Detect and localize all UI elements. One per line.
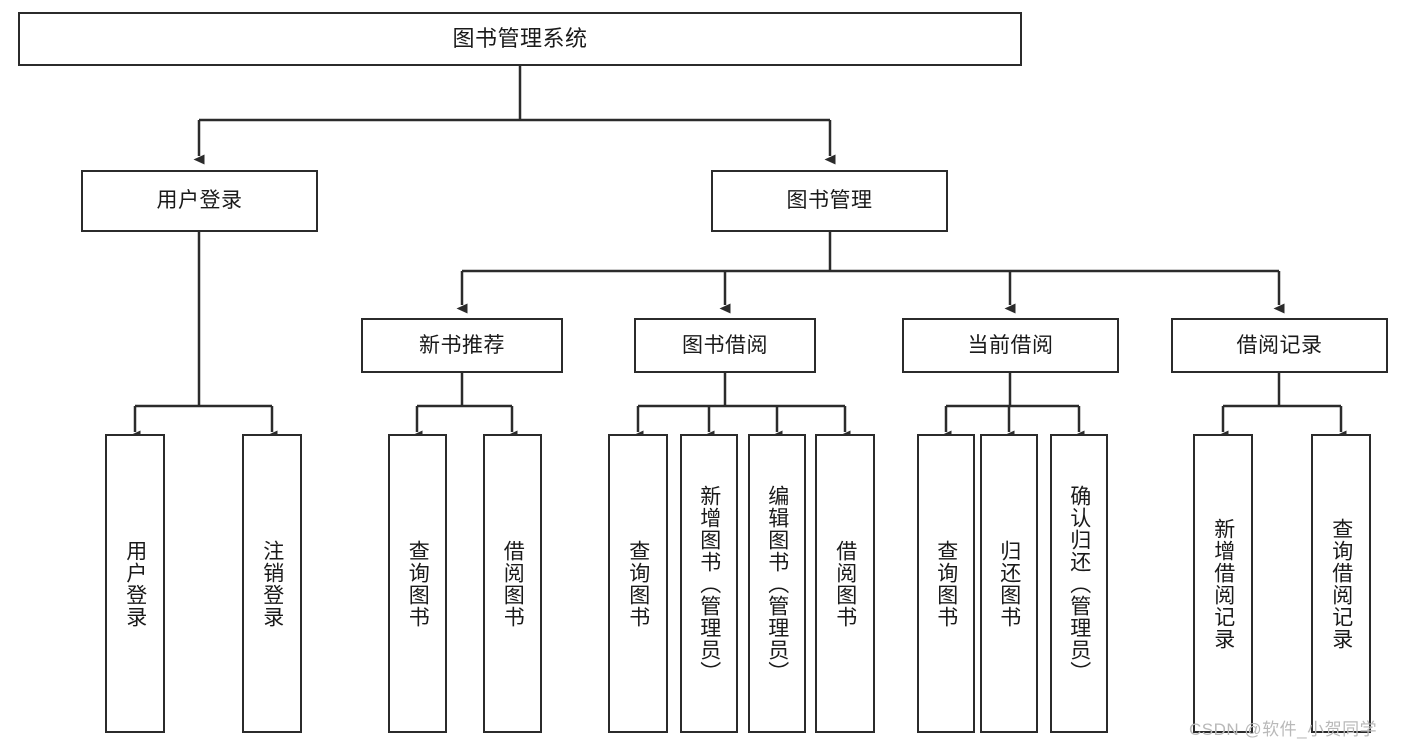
node-label: 新书推荐 [419,333,505,357]
node-user-login[interactable]: 用户登录 [81,170,318,232]
leaf-new-book-borrow-book[interactable]: 借阅图书 [483,434,542,733]
node-label: 确认归还（管理员） [1067,484,1091,683]
leaf-current-borrow-return-book[interactable]: 归还图书 [980,434,1038,733]
leaf-book-borrow-query-book[interactable]: 查询图书 [608,434,668,733]
node-label: 借阅记录 [1236,333,1323,357]
node-book-borrow[interactable]: 图书借阅 [634,318,816,373]
leaf-current-borrow-confirm-return-admin[interactable]: 确认归还（管理员） [1050,434,1108,733]
leaf-user-login-logout[interactable]: 注销登录 [242,434,302,733]
node-label: 查询图书 [406,539,430,628]
node-label: 借阅图书 [501,539,525,628]
node-label: 用户登录 [123,539,147,628]
node-label: 新增图书（管理员） [697,484,721,683]
node-label: 编辑图书（管理员） [765,484,789,683]
leaf-current-borrow-query-book[interactable]: 查询图书 [917,434,975,733]
node-label: 图书管理 [786,189,873,213]
leaf-user-login-login[interactable]: 用户登录 [105,434,165,733]
node-label: 借阅图书 [833,539,857,628]
node-new-book-recommend[interactable]: 新书推荐 [361,318,563,373]
leaf-borrow-records-add-record[interactable]: 新增借阅记录 [1193,434,1253,733]
leaf-book-borrow-borrow-book[interactable]: 借阅图书 [815,434,875,733]
leaf-book-borrow-edit-book-admin[interactable]: 编辑图书（管理员） [748,434,806,733]
node-label: 当前借阅 [967,333,1054,357]
node-label: 归还图书 [997,539,1021,628]
node-current-borrow[interactable]: 当前借阅 [902,318,1119,373]
leaf-new-book-query-book[interactable]: 查询图书 [388,434,447,733]
node-label: 查询图书 [626,539,650,628]
leaf-borrow-records-query-record[interactable]: 查询借阅记录 [1311,434,1371,733]
node-book-management[interactable]: 图书管理 [711,170,948,232]
node-label: 查询借阅记录 [1329,517,1353,650]
node-label: 用户登录 [156,189,243,213]
node-root-book-management-system[interactable]: 图书管理系统 [18,12,1022,66]
node-label: 注销登录 [260,539,284,628]
node-label: 查询图书 [934,539,958,628]
node-label: 图书借阅 [682,333,768,357]
node-label: 图书管理系统 [452,25,588,51]
leaf-book-borrow-add-book-admin[interactable]: 新增图书（管理员） [680,434,738,733]
node-label: 新增借阅记录 [1211,517,1235,650]
node-borrow-records[interactable]: 借阅记录 [1171,318,1388,373]
